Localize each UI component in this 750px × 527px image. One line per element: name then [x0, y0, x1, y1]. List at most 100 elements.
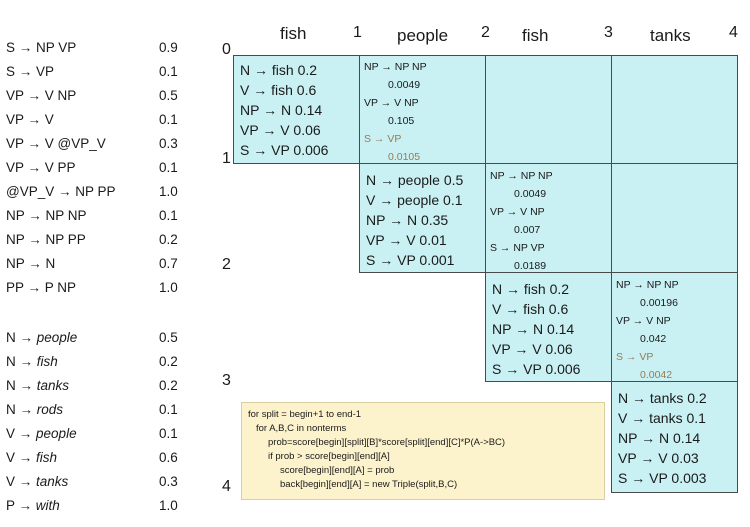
index-label: 3 [222, 372, 231, 389]
rule-lhs: V → [6, 450, 33, 465]
rule-prob: 1.0 [159, 184, 178, 199]
rule-word: fish [36, 450, 58, 465]
rule-word: tanks [36, 474, 69, 489]
cell-entry: NP → N 0.14 [492, 321, 575, 337]
cell-entry: S → VP 0.003 [618, 470, 707, 486]
rule-prob: 0.1 [159, 112, 178, 127]
chart-cell-0-2: NP → NP NP 0.0049 VP → V NP 0.105 S → VP… [359, 55, 486, 164]
rule-lhs: N → [6, 378, 33, 393]
chart-cell-0-3 [485, 55, 612, 164]
rule-prob: 0.7 [159, 256, 178, 271]
rule-text: NP → N [6, 256, 56, 271]
chart-cell-2-3: N → fish 0.2 V → fish 0.6 NP → N 0.14 VP… [485, 272, 612, 382]
cell-score: 0.042 [640, 333, 667, 345]
cell-entry: N → tanks 0.2 [618, 390, 707, 406]
cell-entry: VP → V NP [364, 97, 419, 109]
index-label: 4 [222, 478, 231, 495]
rule-prob: 0.5 [159, 330, 178, 345]
index-label: 4 [729, 24, 738, 41]
rule-text: VP → V [6, 112, 54, 127]
chart-cell-2-4: NP → NP NP 0.00196 VP → V NP 0.042 S → V… [611, 272, 738, 382]
rule-lhs: P → [6, 498, 33, 513]
word-header: people [397, 26, 449, 45]
rule-text: PP → P NP [6, 280, 77, 295]
rule-text: NP → NP NP [6, 208, 87, 223]
cell-score: 0.007 [514, 224, 541, 236]
rule-lhs: N → [6, 402, 33, 417]
chart-cell-0-4 [611, 55, 738, 164]
cell-score: 0.0049 [388, 79, 421, 91]
rule-text: VP → V PP [6, 160, 76, 175]
cell-entry: V → tanks 0.1 [618, 410, 706, 426]
lexicon-rule: N → tanks 0.2 [6, 378, 196, 400]
cell-entry: V → fish 0.6 [240, 82, 317, 98]
cell-score: 0.0042 [640, 369, 673, 381]
cell-entry: S → VP 0.006 [240, 142, 329, 158]
cell-score: 0.0189 [514, 260, 547, 272]
rule-lhs: V → [6, 474, 33, 489]
cell-entry: S → VP 0.001 [366, 252, 455, 268]
word-header: tanks [650, 26, 691, 45]
lexicon-rule: P → with 1.0 [6, 498, 196, 520]
cell-entry: VP → V NP [616, 315, 671, 327]
index-label: 1 [222, 150, 231, 167]
rule-prob: 1.0 [159, 498, 178, 513]
cell-score: 0.105 [388, 115, 415, 127]
cell-entry: NP → NP NP [490, 170, 553, 182]
rule-prob: 0.3 [159, 474, 178, 489]
cell-entry: S → VP 0.006 [492, 361, 581, 377]
cell-entry: N → fish 0.2 [240, 62, 318, 78]
code-line: for split = begin+1 to end-1 [248, 409, 362, 420]
rule-word: fish [36, 354, 58, 369]
lexicon-rule: N → people 0.5 [6, 330, 196, 352]
grammar-rule: VP → V 0.1 [6, 112, 196, 134]
chart-cell-1-4 [611, 163, 738, 273]
rule-text: @VP_V → NP PP [6, 184, 116, 199]
cell-entry: VP → V NP [490, 206, 545, 218]
cell-entry: NP → N 0.35 [366, 212, 449, 228]
word-header: fish [522, 26, 549, 45]
rule-text: S → VP [6, 64, 55, 79]
cell-entry: N → fish 0.2 [492, 281, 570, 297]
rule-word: people [36, 330, 78, 345]
cell-entry: NP → NP NP [364, 61, 427, 73]
rule-word: rods [36, 402, 64, 417]
rule-lhs: N → [6, 330, 33, 345]
rule-prob: 0.5 [159, 88, 178, 103]
cell-entry: VP → V 0.03 [618, 450, 699, 466]
rule-prob: 0.6 [159, 450, 178, 465]
code-line: if prob > score[begin][end][A] [268, 451, 390, 462]
rule-word: with [35, 498, 60, 513]
index-label: 2 [222, 256, 231, 273]
cell-score: 0.0105 [388, 151, 421, 163]
rule-word: people [36, 426, 77, 441]
rule-prob: 0.2 [159, 354, 178, 369]
chart-cell-3-4: N → tanks 0.2 V → tanks 0.1 NP → N 0.14 … [611, 381, 738, 493]
rule-lhs: V → [6, 426, 33, 441]
cell-score: 0.0049 [514, 188, 547, 200]
lexicon-rule: V → fish 0.6 [6, 450, 196, 472]
cell-entry: V → people 0.1 [366, 192, 463, 208]
grammar-rule: NP → N 0.7 [6, 256, 196, 278]
index-label: 0 [222, 41, 231, 58]
cell-entry: V → fish 0.6 [492, 301, 569, 317]
cell-entry: S → VP [364, 133, 402, 145]
chart-cell-0-1: N → fish 0.2 V → fish 0.6 NP → N 0.14 VP… [233, 55, 360, 164]
rule-word: tanks [36, 378, 70, 393]
chart-cell-1-3: NP → NP NP 0.0049 VP → V NP 0.007 S → NP… [485, 163, 612, 273]
cell-entry: VP → V 0.01 [366, 232, 447, 248]
code-line: for A,B,C in nonterms [256, 423, 347, 434]
cell-entry: NP → N 0.14 [240, 102, 323, 118]
cell-entry: NP → NP NP [616, 279, 679, 291]
rule-prob: 0.2 [159, 378, 178, 393]
rule-text: VP → V @VP_V [6, 136, 106, 151]
pseudocode-box: for split = begin+1 to end-1 for A,B,C i… [241, 402, 605, 500]
